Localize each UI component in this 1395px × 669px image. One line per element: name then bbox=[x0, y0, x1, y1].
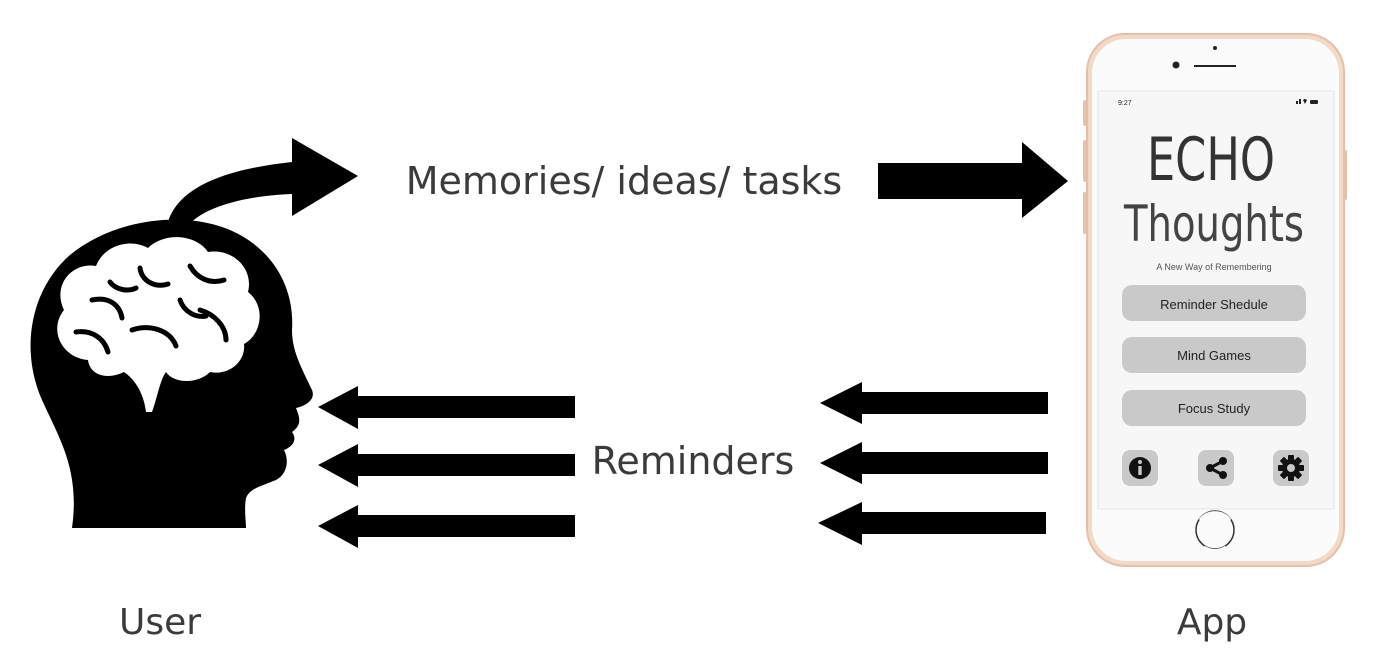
user-label: User bbox=[119, 602, 201, 643]
arrow-left-icon bbox=[318, 386, 575, 429]
arrow-left-icon bbox=[820, 382, 1048, 424]
app-tagline: A New Way of Remembering bbox=[1156, 262, 1271, 272]
app-label: App bbox=[1177, 602, 1247, 643]
app-title-echo: ECHO bbox=[1147, 125, 1275, 195]
status-icons bbox=[1296, 99, 1318, 104]
share-icon bbox=[1206, 457, 1227, 479]
mind-games-button[interactable]: Mind Games bbox=[1122, 337, 1306, 373]
app-title-thoughts: Thoughts bbox=[1123, 195, 1304, 253]
button-label: Mind Games bbox=[1177, 348, 1251, 363]
status-time: 9:27 bbox=[1118, 100, 1132, 107]
arrow-left-icon bbox=[820, 442, 1048, 484]
button-label: Reminder Shedule bbox=[1160, 297, 1268, 312]
reminder-arrows-left bbox=[318, 386, 575, 548]
curved-arrow-icon bbox=[168, 138, 358, 226]
reminder-arrows-right bbox=[818, 382, 1048, 545]
gear-icon bbox=[1278, 455, 1304, 481]
arrow-left-icon bbox=[318, 505, 575, 548]
arrow-left-icon bbox=[318, 444, 575, 487]
share-button[interactable] bbox=[1198, 450, 1234, 486]
front-camera bbox=[1172, 61, 1180, 69]
arrow-left-icon bbox=[818, 502, 1046, 545]
focus-study-button[interactable]: Focus Study bbox=[1122, 390, 1306, 426]
home-button[interactable] bbox=[1195, 510, 1235, 550]
bottom-flow-label: Reminders bbox=[592, 439, 795, 483]
phone-mockup: 9:27 ECHO Thoughts A New Way of Remember… bbox=[1083, 33, 1347, 567]
settings-button[interactable] bbox=[1273, 450, 1309, 486]
info-button[interactable] bbox=[1122, 450, 1158, 486]
reminder-schedule-button[interactable]: Reminder Shedule bbox=[1122, 285, 1306, 321]
button-label: Focus Study bbox=[1178, 401, 1251, 416]
user-head-icon bbox=[30, 219, 313, 528]
arrow-to-app-icon bbox=[878, 142, 1068, 218]
top-flow-label: Memories/ ideas/ tasks bbox=[406, 159, 842, 203]
